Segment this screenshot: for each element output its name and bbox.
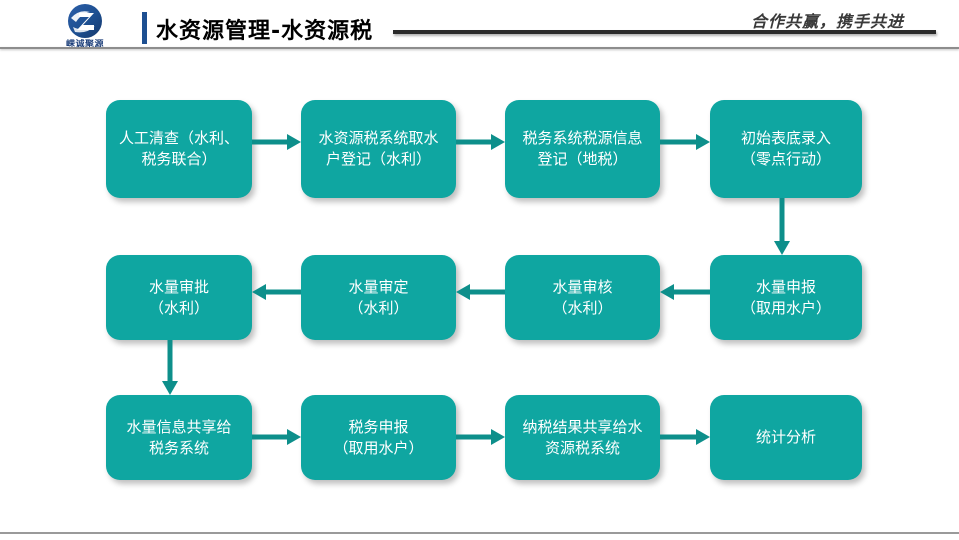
arrow-row2-3-to-2 (456, 283, 505, 301)
arrow-row1-3-to-4 (660, 133, 710, 151)
footer-rule (0, 532, 959, 534)
company-circular-z-emblem-icon (63, 3, 107, 39)
arrow-row3-2-to-3 (456, 428, 505, 446)
flow-node-r3-1[interactable]: 水量信息共享给 税务系统 (106, 395, 252, 480)
flow-node-r3-2[interactable]: 税务申报 （取用水户） (301, 395, 456, 480)
arrow-row2-1-down-to-row3-1 (161, 340, 179, 395)
flow-node-r1-4[interactable]: 初始表底录入 （零点行动） (710, 100, 862, 198)
flow-node-r2-2[interactable]: 水量审定 （水利） (301, 255, 456, 340)
flow-node-r1-1[interactable]: 人工清查（水利、 税务联合） (106, 100, 252, 198)
company-logo: 嵘诚聚源 (55, 3, 115, 51)
arrow-row3-1-to-2 (252, 428, 301, 446)
company-logo-text: 嵘诚聚源 (65, 39, 104, 49)
arrow-row1-4-down-to-row2-4 (773, 198, 791, 255)
page-header: 嵘诚聚源 水资源管理-水资源税 合作共赢，携手共进 (0, 0, 959, 52)
arrow-row1-2-to-3 (456, 133, 505, 151)
title-accent-bar (142, 12, 147, 44)
flow-node-r2-4[interactable]: 水量申报 （取用水户） (710, 255, 862, 340)
arrow-row3-3-to-4 (660, 428, 710, 446)
page-title: 水资源管理-水资源税 (156, 19, 374, 44)
flow-node-r2-3[interactable]: 水量审核 （水利） (505, 255, 660, 340)
flow-node-r2-1[interactable]: 水量审批 （水利） (106, 255, 252, 340)
arrow-row2-2-to-1 (252, 283, 301, 301)
flow-node-r3-4[interactable]: 统计分析 (710, 395, 862, 480)
header-tagline: 合作共赢，携手共进 (750, 12, 904, 31)
flow-node-r1-2[interactable]: 水资源税系统取水 户登记（水利） (301, 100, 456, 198)
flow-node-r1-3[interactable]: 税务系统税源信息 登记（地税） (505, 100, 660, 198)
header-bottom-rule (0, 47, 959, 49)
arrow-row1-1-to-2 (252, 133, 301, 151)
flow-node-r3-3[interactable]: 纳税结果共享给水 资源税系统 (505, 395, 660, 480)
title-divider-rule (393, 30, 936, 34)
arrow-row2-4-to-3 (660, 283, 710, 301)
